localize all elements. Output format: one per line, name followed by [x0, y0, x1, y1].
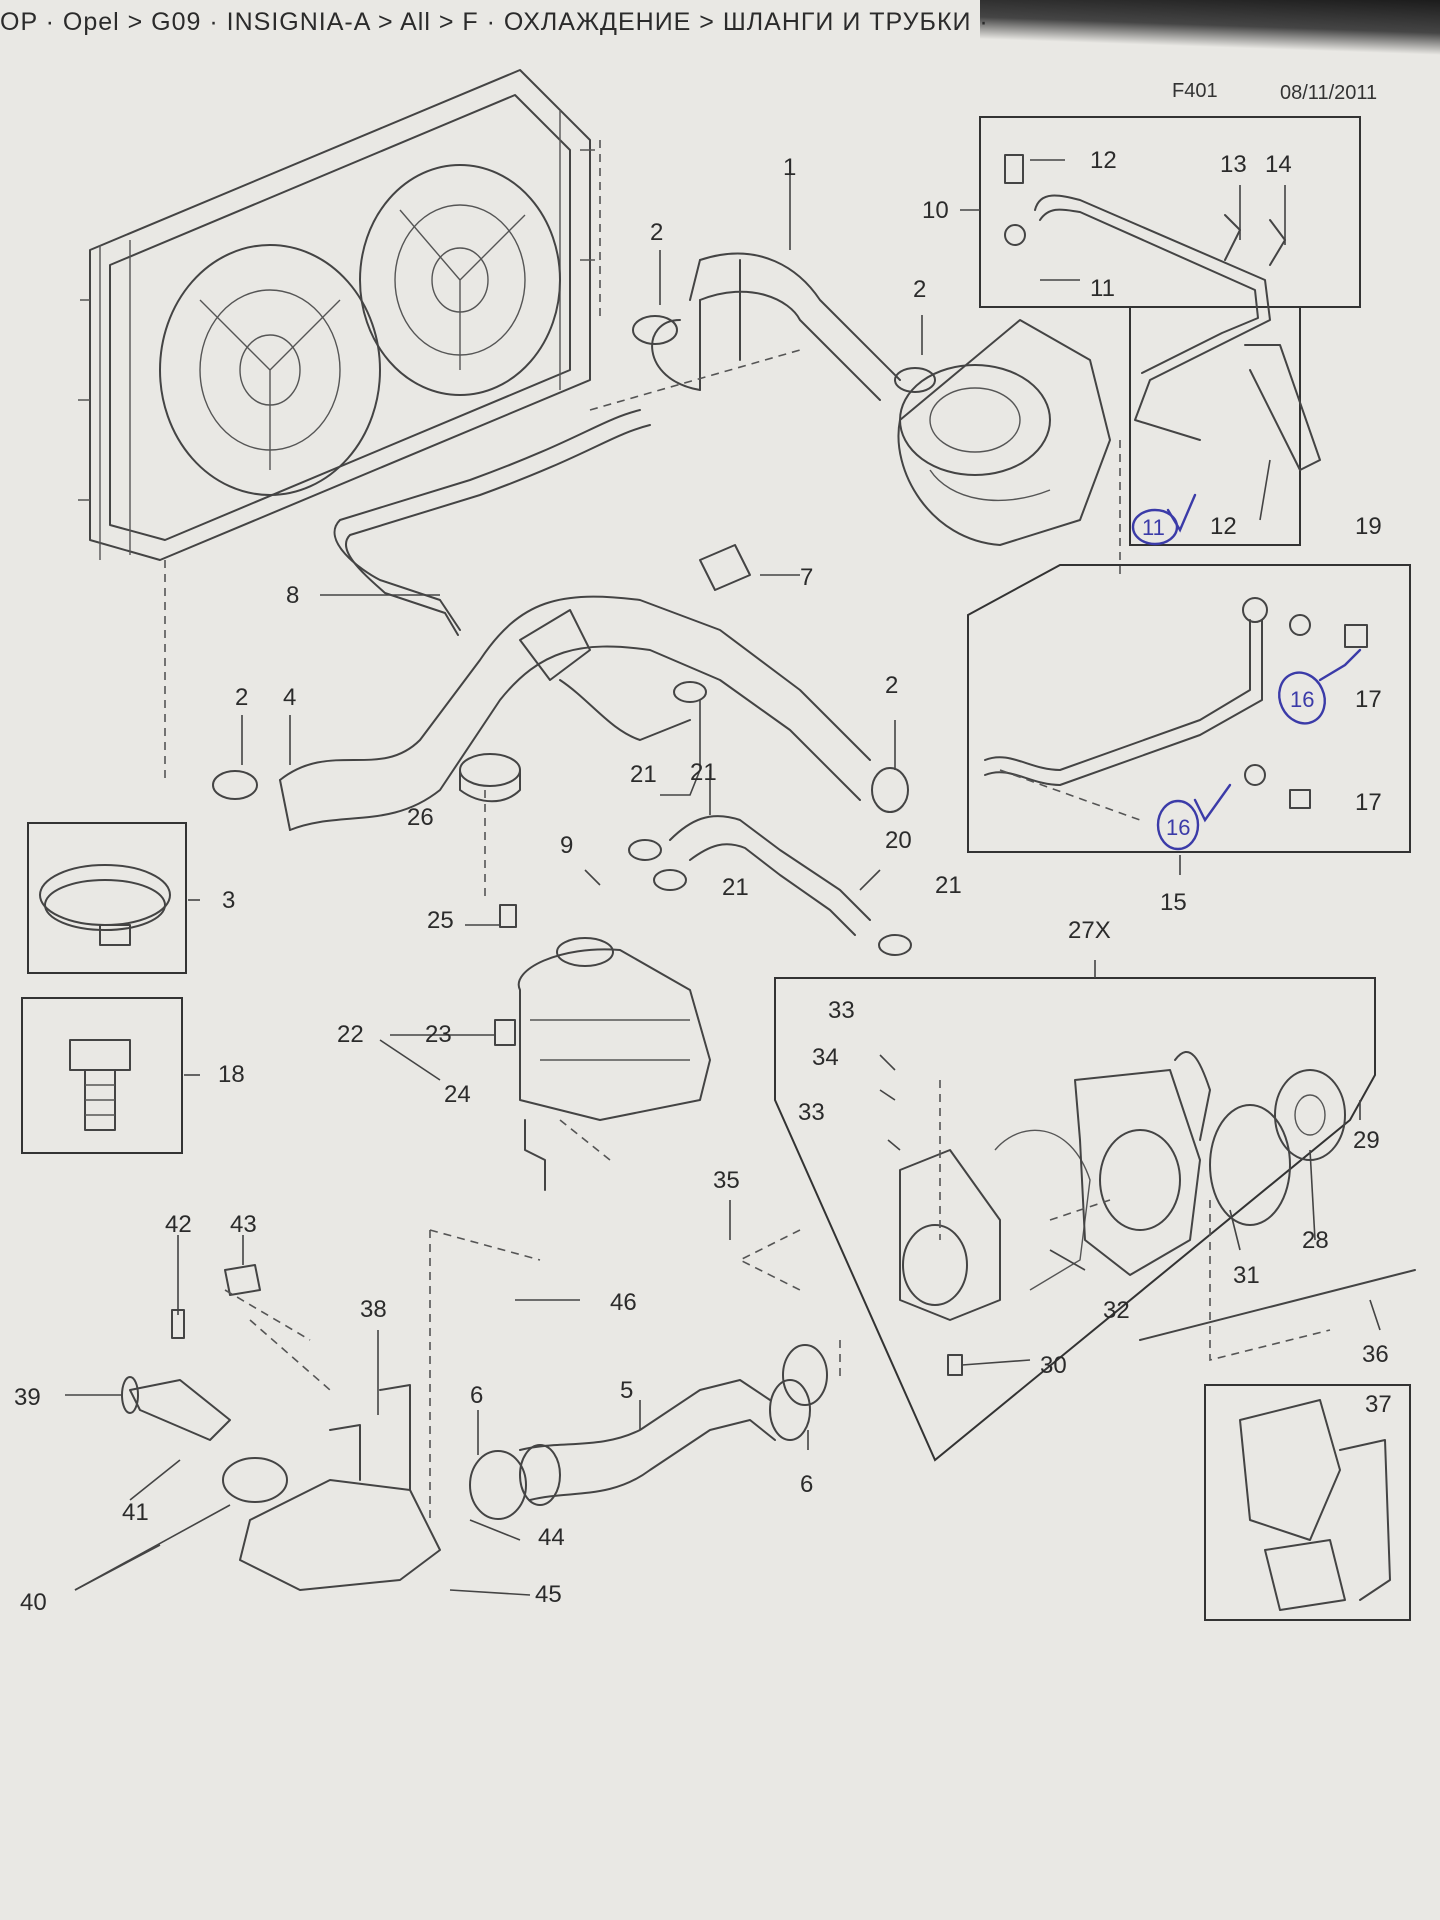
- aux-pump: [1239, 1399, 1391, 1611]
- callout-17a: 17: [1355, 686, 1382, 713]
- callout-15: 15: [1160, 889, 1187, 916]
- callout-17b: 17: [1355, 789, 1382, 816]
- callout-2d: 2: [885, 672, 898, 699]
- ink-circle-16b: [1156, 799, 1200, 851]
- thermostat-housing: [121, 1264, 828, 1591]
- ink-check-11: [1166, 493, 1197, 533]
- callout-12b: 12: [1210, 513, 1237, 540]
- callout-21d: 21: [935, 872, 962, 899]
- callout-34: 34: [812, 1044, 839, 1071]
- callout-2c: 2: [235, 684, 248, 711]
- callout-24: 24: [444, 1081, 471, 1108]
- ink-circle-16a: [1278, 671, 1326, 725]
- callout-26: 26: [407, 804, 434, 831]
- callout-28: 28: [1302, 1227, 1329, 1254]
- callout-31: 31: [1233, 1262, 1260, 1289]
- box-15-outline: [967, 564, 1411, 853]
- callout-39: 39: [14, 1384, 41, 1411]
- callout-5: 5: [620, 1377, 633, 1404]
- callout-1: 1: [783, 154, 796, 181]
- callout-44: 44: [538, 1524, 565, 1551]
- callout-32: 32: [1103, 1297, 1130, 1324]
- callout-11b: 11: [1142, 515, 1165, 540]
- oil-feed-pipe: [1004, 154, 1321, 471]
- pen-annotations: [1131, 493, 1362, 851]
- clamp-2-left: [212, 315, 936, 956]
- callout-numbers: 1 2 2 10 12 13 14 11 12 19 11 7 8 17 16 …: [14, 147, 1392, 1616]
- callout-27x: 27X: [1068, 917, 1111, 944]
- callout-9: 9: [560, 832, 573, 859]
- callout-35: 35: [713, 1167, 740, 1194]
- callout-12a: 12: [1090, 147, 1117, 174]
- box-37-outline: [1204, 1384, 1411, 1621]
- hose-8: [333, 409, 641, 631]
- callout-10: 10: [922, 197, 949, 224]
- callout-18: 18: [218, 1061, 245, 1088]
- box-clamp-3: [27, 822, 187, 974]
- callout-42: 42: [165, 1211, 192, 1238]
- radiator-fan-assembly: [78, 69, 595, 561]
- callout-8: 8: [286, 582, 299, 609]
- callout-45: 45: [535, 1581, 562, 1608]
- callout-20: 20: [885, 827, 912, 854]
- ink-check-16b: [1193, 783, 1232, 823]
- callout-38: 38: [360, 1296, 387, 1323]
- lower-hose-5: [519, 1379, 811, 1506]
- callout-16a: 16: [1290, 687, 1314, 712]
- callout-4: 4: [283, 684, 296, 711]
- box-10-extension: [1129, 307, 1301, 546]
- oil-return-pipe: [984, 597, 1368, 809]
- callout-23: 23: [425, 1021, 452, 1048]
- callout-2a: 2: [650, 219, 663, 246]
- callout-11a: 11: [1090, 275, 1115, 302]
- callout-6b: 6: [800, 1471, 813, 1498]
- callout-22: 22: [337, 1021, 364, 1048]
- upper-hose-1: [651, 252, 901, 401]
- callout-43: 43: [230, 1211, 257, 1238]
- hose-20: [669, 815, 871, 921]
- water-pump-assembly: [899, 1051, 1416, 1376]
- leader-lines: [65, 159, 1381, 1596]
- callout-37: 37: [1365, 1391, 1392, 1418]
- callout-33b: 33: [798, 1099, 825, 1126]
- box-bolt-18: [21, 997, 183, 1154]
- callout-7: 7: [800, 564, 813, 591]
- box-27x-outline: [774, 977, 1376, 1462]
- callout-30: 30: [1040, 1352, 1067, 1379]
- callout-25: 25: [427, 907, 454, 934]
- turbo-housing: [897, 319, 1111, 546]
- diagram-date: 08/11/2011: [1280, 82, 1378, 104]
- callout-2b: 2: [913, 276, 926, 303]
- callout-21c: 21: [722, 874, 749, 901]
- box-10-outline: [979, 116, 1361, 308]
- diagram-code: F401: [1172, 80, 1218, 102]
- clip-7: [699, 544, 751, 591]
- callout-16b: 16: [1166, 815, 1190, 840]
- callout-21a: 21: [690, 759, 717, 786]
- callout-21b: 21: [630, 761, 657, 788]
- callout-6a: 6: [470, 1382, 483, 1409]
- callout-13: 13: [1220, 151, 1247, 178]
- callout-41: 41: [122, 1499, 149, 1526]
- expansion-tank: [459, 753, 711, 1191]
- callout-19: 19: [1355, 513, 1382, 540]
- callout-33a: 33: [828, 997, 855, 1024]
- callout-29: 29: [1353, 1127, 1380, 1154]
- lower-hose-4: [279, 595, 871, 831]
- catalog-breadcrumb: OP · Opel > G09 · INSIGNIA-A > All > F ·…: [0, 8, 989, 36]
- callout-46: 46: [610, 1289, 637, 1316]
- callout-36: 36: [1362, 1341, 1389, 1368]
- ink-line-16a: [1318, 648, 1362, 682]
- callout-14: 14: [1265, 151, 1292, 178]
- callout-40: 40: [20, 1589, 47, 1616]
- callout-3: 3: [222, 887, 235, 914]
- dashed-guides: [164, 140, 1331, 1520]
